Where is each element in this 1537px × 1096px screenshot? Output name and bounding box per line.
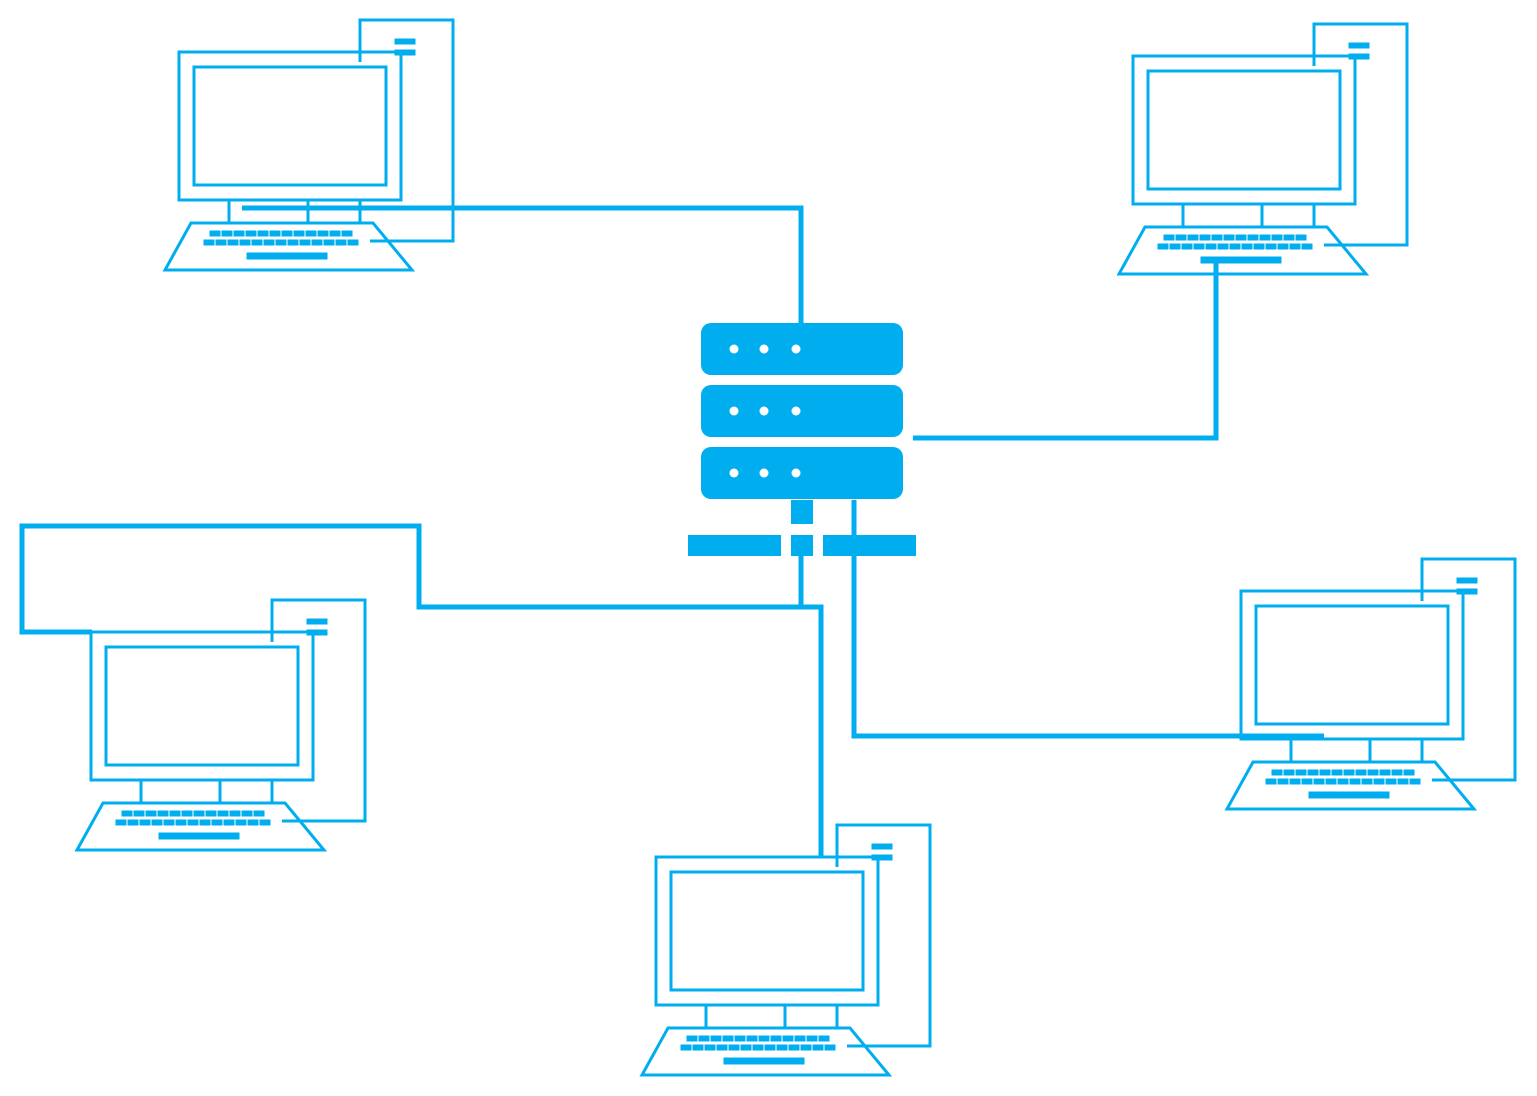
server-led-dot [729, 406, 739, 416]
server-connector [791, 500, 813, 524]
network-bus-segment [688, 535, 781, 556]
server-led-dot [759, 344, 769, 354]
pc-mid-right-desktop-computer-icon [1225, 557, 1517, 811]
pc-top-right-desktop-computer-icon [1117, 22, 1409, 276]
server-led-dot [791, 406, 801, 416]
network-bus-segment [823, 535, 916, 556]
server-unit [701, 323, 903, 375]
pc-top-left-desktop-computer-icon [163, 18, 455, 272]
link-pc-mid-right [851, 500, 1324, 739]
server-led-dot [759, 468, 769, 478]
server-unit [701, 447, 903, 499]
network-links [19, 205, 1324, 858]
link-pc-top-right [913, 262, 1219, 441]
server-led-dot [729, 344, 739, 354]
link-pc-top-left [242, 205, 804, 324]
server-unit [701, 385, 903, 437]
pc-bottom-desktop-computer-icon [640, 823, 932, 1077]
pc-mid-left-desktop-computer-icon [75, 598, 367, 852]
server-led-dot [791, 468, 801, 478]
link-pc-mid-left [19, 523, 804, 635]
server-led-dot [791, 344, 801, 354]
server-led-dot [729, 468, 739, 478]
network-bus-segment [791, 535, 813, 556]
link-pc-bottom [801, 604, 824, 858]
server-led-dot [759, 406, 769, 416]
server-rack-icon [688, 323, 916, 556]
